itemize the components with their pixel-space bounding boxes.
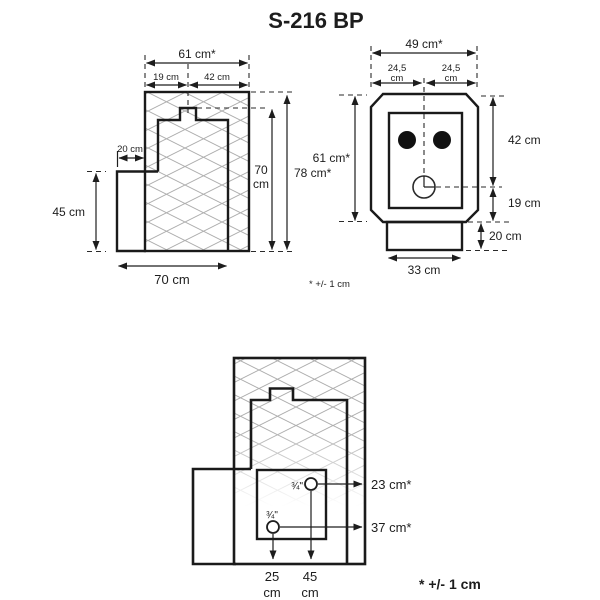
dim-label-foot-height: 45 cm	[52, 205, 85, 219]
dim-label-offset-large-unit: cm	[301, 585, 318, 600]
dim-label-offset-small-value: 25	[265, 569, 279, 584]
dim-label-offset-small-unit: cm	[263, 585, 280, 600]
extension-lines	[339, 94, 367, 223]
water-connection-bottom	[266, 520, 280, 534]
dim-label-width-rear: 19 cm	[153, 72, 179, 83]
stove-door-outline	[387, 111, 464, 210]
stove-foot-outline	[115, 170, 158, 253]
stove-foot-outline	[191, 467, 251, 566]
dim-label-width-total: 61 cm*	[178, 47, 216, 61]
dim-label-base-height: 20 cm	[489, 229, 522, 243]
water-connection-top	[304, 477, 318, 491]
dim-label-height-total: 78 cm*	[294, 166, 332, 180]
connection-panel-outline	[255, 468, 328, 541]
stove-body-outline	[156, 106, 230, 251]
connection-top-size-label: ¾"	[291, 481, 303, 492]
extension-lines	[87, 170, 106, 253]
wall-hatch-area-fading	[234, 358, 365, 564]
dim-label-depth-total: 70 cm	[154, 272, 189, 287]
tolerance-note: * +/- 1 cm	[309, 279, 350, 290]
stove-front-outline	[369, 92, 480, 224]
dim-label-width-left-unit: cm	[391, 73, 404, 84]
extension-lines	[370, 46, 478, 90]
stove-base-outline	[385, 220, 464, 252]
connection-view: ¾" ¾" 23 cm* 37 cm* 25 cm 45 cm * +/- 1 …	[191, 356, 481, 600]
knob-pointer	[423, 176, 435, 188]
dim-label-width-right-value: 24,5	[442, 63, 461, 74]
dim-label-height-body-unit: cm	[253, 177, 269, 191]
dim-label-height-lower: 19 cm	[508, 196, 541, 210]
dim-label-connection-top: 23 cm*	[371, 477, 411, 492]
dim-label-offset-large-value: 45	[303, 569, 317, 584]
dim-label-width-front: 42 cm	[204, 72, 230, 83]
dim-label-width-right-unit: cm	[445, 73, 458, 84]
dim-label-width-total: 49 cm*	[405, 37, 443, 51]
dim-label-width-left-value: 24,5	[388, 63, 407, 74]
clearance-outline	[232, 356, 367, 566]
vent-hole-left	[398, 131, 416, 149]
front-view: 49 cm* 24,5 cm 24,5 cm 61 cm* 42 cm 19 c…	[309, 37, 541, 290]
stove-body-outline	[249, 387, 349, 564]
dim-label-connection-bottom: 37 cm*	[371, 520, 411, 535]
page-title: S-216 BP	[268, 8, 363, 33]
extension-lines	[468, 95, 512, 223]
dim-label-height-total: 61 cm*	[313, 151, 351, 165]
vent-hole-right	[433, 131, 451, 149]
dim-label-foot-depth: 20 cm	[117, 144, 143, 155]
dim-label-height-body-value: 70	[254, 163, 268, 177]
side-view: 61 cm* 19 cm 42 cm 20 cm 45 cm 70 cm 70 …	[52, 47, 331, 287]
dim-label-height-upper: 42 cm	[508, 133, 541, 147]
extension-lines	[144, 55, 250, 88]
tolerance-note-bold: * +/- 1 cm	[419, 576, 481, 592]
connection-bottom-size-label: ¾"	[266, 510, 278, 521]
extension-lines	[197, 91, 296, 253]
dim-label-base-width: 33 cm	[408, 263, 441, 277]
